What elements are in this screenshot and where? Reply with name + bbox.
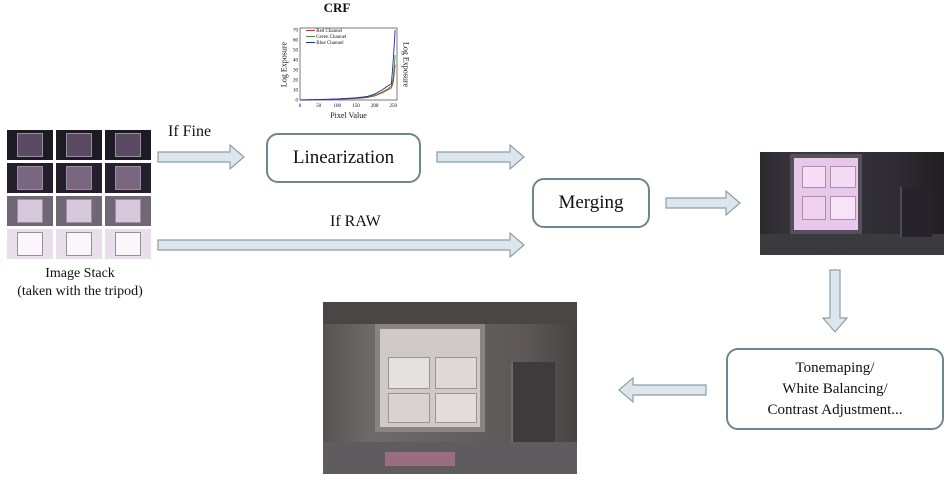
linearization-label: Linearization bbox=[292, 147, 395, 168]
hdr-shelf bbox=[900, 187, 932, 237]
crf-ytick-0: 0 bbox=[296, 99, 299, 104]
legend-red: Red Channel bbox=[306, 29, 346, 35]
stack-thumbnail bbox=[7, 163, 53, 193]
arrow-down-to-tonemap bbox=[821, 269, 849, 333]
result-window bbox=[375, 324, 485, 432]
crf-xtick-3: 150 bbox=[352, 104, 360, 109]
crf-xtick-0: 0 bbox=[299, 104, 302, 109]
stack-caption-line2: (taken with the tripod) bbox=[17, 284, 143, 299]
crf-chart: CRF 0 50 100 150 200 250 0 10 20 30 40 50 60 70 Red C… bbox=[262, 0, 412, 122]
crf-ytick-7: 70 bbox=[293, 29, 299, 34]
crf-xlabel: Pixel Value bbox=[330, 111, 367, 120]
merging-box: Merging bbox=[532, 178, 650, 228]
if-raw-label: If RAW bbox=[330, 213, 381, 230]
stack-caption-line1: Image Stack bbox=[45, 266, 115, 281]
stack-thumbnail bbox=[56, 163, 102, 193]
tonemap-line2: White Balancing/ bbox=[782, 380, 888, 397]
crf-ytick-2: 20 bbox=[293, 79, 299, 84]
stack-thumbnail bbox=[7, 196, 53, 226]
result-sink-mat bbox=[385, 452, 455, 466]
tonemap-line1: Tonemaping/ bbox=[795, 359, 875, 376]
crf-xtick-4: 200 bbox=[371, 104, 379, 109]
crf-ytick-1: 10 bbox=[293, 89, 299, 94]
stack-thumbnail bbox=[105, 229, 151, 259]
result-image bbox=[323, 302, 577, 474]
legend-blue: Blue Channel bbox=[306, 41, 346, 47]
image-stack bbox=[7, 130, 153, 260]
merging-label: Merging bbox=[558, 192, 624, 213]
crf-ytick-3: 30 bbox=[293, 69, 299, 74]
crf-plot: 0 50 100 150 200 250 0 10 20 30 40 50 60 70 bbox=[293, 27, 398, 109]
stack-thumbnail bbox=[56, 130, 102, 160]
stack-thumbnail bbox=[105, 130, 151, 160]
crf-xtick-2: 100 bbox=[334, 104, 342, 109]
crf-ytick-5: 50 bbox=[293, 49, 299, 54]
crf-title: CRF bbox=[323, 0, 351, 15]
legend-green: Green Channel bbox=[306, 35, 346, 41]
crf-series-blue bbox=[299, 29, 396, 101]
hdr-sill bbox=[760, 234, 944, 255]
crf-axes-frame bbox=[299, 27, 398, 101]
hdr-window bbox=[790, 154, 862, 234]
arrow-lin-to-merge bbox=[436, 143, 525, 171]
hdr-image bbox=[760, 152, 944, 255]
linearization-box: Linearization bbox=[266, 133, 421, 183]
result-shelf bbox=[511, 362, 555, 442]
arrow-merge-to-hdr bbox=[665, 189, 741, 217]
stack-thumbnail bbox=[7, 229, 53, 259]
arrow-raw bbox=[157, 231, 525, 259]
crf-legend: Red Channel Green Channel Blue Channel bbox=[306, 29, 346, 47]
crf-ytick-4: 40 bbox=[293, 59, 299, 64]
tonemapping-box: Tonemaping/ White Balancing/ Contrast Ad… bbox=[726, 348, 944, 430]
stack-thumbnail bbox=[105, 196, 151, 226]
stack-thumbnail bbox=[56, 229, 102, 259]
tonemap-line3: Contrast Adjustment... bbox=[767, 401, 903, 418]
crf-xtick-1: 50 bbox=[316, 104, 322, 109]
stack-thumbnail bbox=[56, 196, 102, 226]
stack-caption: Image Stack (taken with the tripod) bbox=[0, 265, 160, 301]
stack-thumbnail bbox=[7, 130, 53, 160]
crf-ytick-6: 60 bbox=[293, 39, 299, 44]
arrow-to-result bbox=[618, 376, 707, 404]
result-ceiling bbox=[323, 302, 577, 324]
if-fine-label: If Fine bbox=[168, 123, 212, 140]
crf-xtick-5: 250 bbox=[390, 104, 398, 109]
arrow-fine bbox=[157, 143, 245, 171]
stack-thumbnail bbox=[105, 163, 151, 193]
